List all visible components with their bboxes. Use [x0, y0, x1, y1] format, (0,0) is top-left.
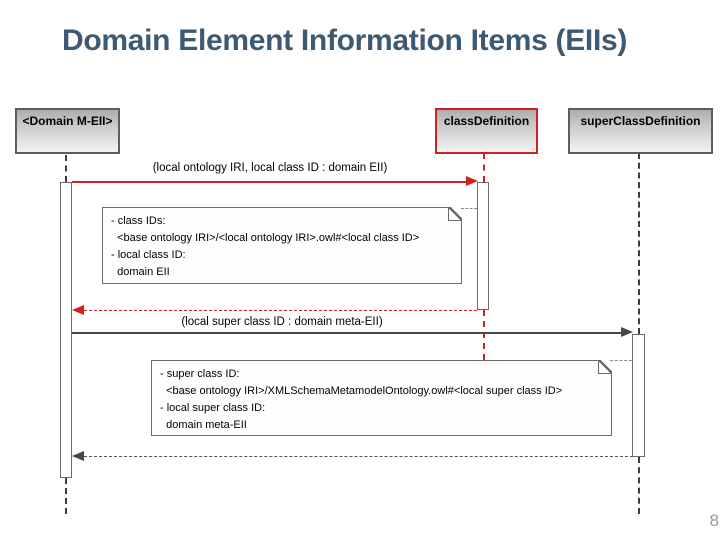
- page-number: 8: [709, 511, 719, 530]
- note-line: domain EII: [111, 266, 170, 278]
- lifeline-domain-m-eii-upper: [65, 155, 67, 182]
- note-super-class-ids: - super class ID: <base ontology IRI>/XM…: [151, 360, 612, 436]
- participant-classdefinition: classDefinition: [435, 108, 538, 154]
- slide-title: Domain Element Information Items (EIIs): [62, 24, 628, 57]
- participant-domain-m-eii: <Domain M-EII>: [15, 108, 120, 154]
- message-3-line: [72, 332, 621, 334]
- message-2-arrowhead-icon: [72, 305, 84, 315]
- note-line: - class IDs:: [111, 215, 166, 227]
- message-4-arrowhead-icon: [72, 451, 84, 461]
- note-2-anchor-line: [610, 360, 632, 361]
- message-2-return-line: [84, 310, 477, 311]
- message-3-arrowhead-icon: [621, 327, 633, 337]
- note-class-ids: - class IDs: <base ontology IRI>/<local …: [102, 207, 462, 284]
- message-1-arrowhead-icon: [466, 176, 478, 186]
- note-line: domain meta-EII: [160, 419, 247, 431]
- message-3-label: (local super class ID : domain meta-EII): [181, 316, 383, 328]
- activation-domain-m-eii: [60, 182, 72, 478]
- message-4-return-line: [84, 456, 633, 457]
- note-line: - local super class ID:: [160, 402, 266, 414]
- note-line: <base ontology IRI>/<local ontology IRI>…: [111, 232, 420, 244]
- activation-superclassdefinition: [632, 334, 645, 457]
- lifeline-domain-m-eii-lower: [65, 478, 67, 514]
- note-1-fold-corner-icon: [448, 207, 462, 221]
- activation-classdefinition: [477, 182, 489, 310]
- note-line: - super class ID:: [160, 368, 240, 380]
- lifeline-superclassdefinition-upper: [638, 153, 640, 334]
- note-2-fold-corner-icon: [598, 360, 612, 374]
- participant-superclassdefinition-label: superClassDefinition: [580, 114, 701, 128]
- participant-superclassdefinition: superClassDefinition: [568, 108, 713, 154]
- note-line: <base ontology IRI>/XMLSchemaMetamodelOn…: [160, 385, 563, 397]
- participant-domain-m-eii-label: <Domain M-EII>: [22, 114, 113, 128]
- note-line: - local class ID:: [111, 249, 186, 261]
- lifeline-superclassdefinition-lower: [638, 457, 640, 514]
- lifeline-classdefinition-lower: [483, 310, 485, 360]
- message-1-line: [72, 181, 466, 183]
- message-1-label: (local ontology IRI, local class ID : do…: [152, 162, 388, 174]
- lifeline-classdefinition-upper: [483, 153, 485, 182]
- participant-classdefinition-label: classDefinition: [443, 114, 530, 128]
- note-1-anchor-line: [461, 208, 477, 209]
